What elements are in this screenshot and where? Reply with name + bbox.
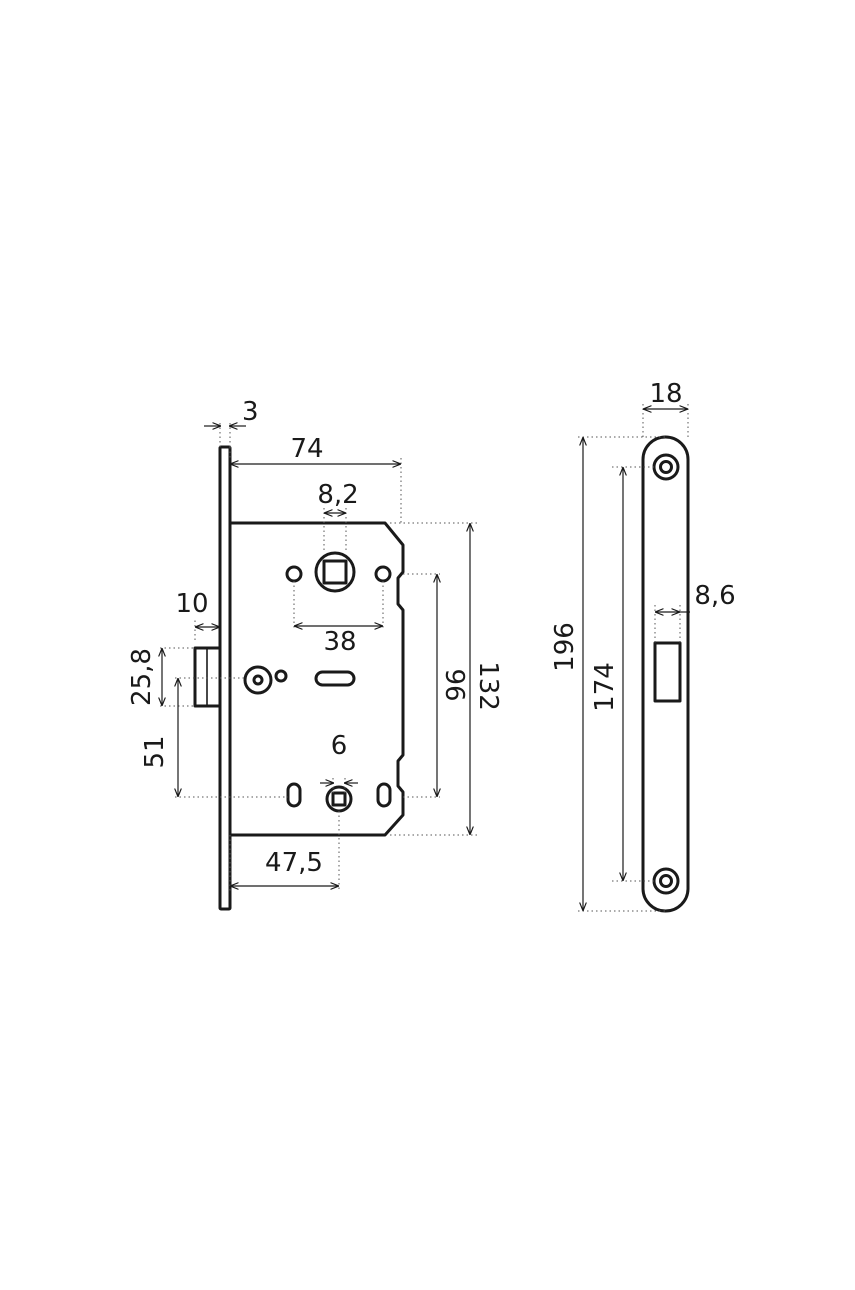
- dimension-labels-lock: 3 74 8,2 38 10 25,8 51 6 96 132 47,5: [127, 397, 503, 878]
- lower-slot-left: [286, 782, 302, 808]
- upper-spindle-hub: [314, 551, 356, 593]
- upper-screw-hole-right: [374, 565, 392, 583]
- strike-plate: [641, 435, 690, 913]
- label-spindle-square: 8,2: [317, 480, 358, 510]
- label-strike-width: 18: [649, 379, 682, 409]
- label-faceplate-thickness: 3: [242, 397, 259, 427]
- lower-slot-right: [376, 782, 392, 808]
- center-slot: [314, 670, 356, 687]
- label-latch-projection: 10: [175, 589, 208, 619]
- label-latch-height: 25,8: [127, 648, 157, 706]
- extension-lines-strike: [578, 402, 689, 912]
- dimension-lines-strike: [583, 409, 690, 910]
- label-screw-spacing: 38: [323, 627, 356, 657]
- cylinder-pin: [252, 674, 264, 686]
- cylinder-hole: [243, 665, 273, 695]
- strike-bottom-hole-outer: [652, 867, 680, 895]
- label-latch-to-bottom: 51: [140, 735, 170, 768]
- label-backset: 47,5: [265, 848, 323, 878]
- label-bottom-square: 6: [331, 731, 348, 761]
- lock-body-view: [193, 445, 405, 911]
- label-strike-slot-width: 8,6: [694, 581, 735, 611]
- label-strike-hole-spacing: 174: [590, 662, 620, 712]
- extension-lines-lock: [160, 420, 478, 892]
- lower-spindle-square: [331, 791, 347, 807]
- upper-spindle-square: [322, 559, 348, 585]
- dimension-labels-strike: 18 196 174 8,6: [550, 379, 736, 712]
- label-spindle-to-bottom: 96: [439, 668, 469, 701]
- lock-case: [228, 521, 405, 837]
- dimension-lines-lock: [162, 426, 470, 886]
- strike-top-hole-outer: [652, 453, 680, 481]
- strike-top-hole-inner: [659, 460, 673, 474]
- strike-bottom-hole-inner: [659, 874, 673, 888]
- strike-slot: [653, 641, 682, 703]
- label-strike-height: 196: [550, 622, 580, 672]
- upper-screw-hole-left: [285, 565, 303, 583]
- cylinder-screw-hole: [274, 669, 288, 683]
- strike-plate-view: [641, 435, 690, 913]
- label-case-height: 132: [473, 661, 503, 711]
- lower-spindle-hub: [325, 785, 353, 813]
- label-case-depth: 74: [290, 434, 323, 464]
